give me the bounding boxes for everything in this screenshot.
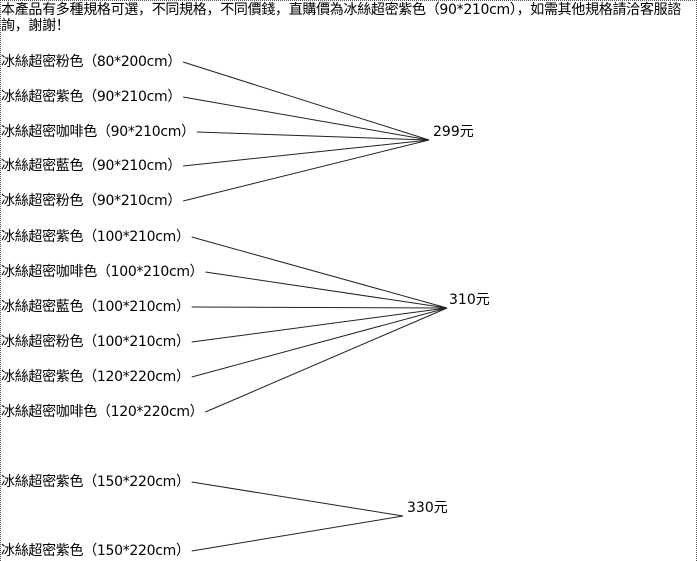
spec-label: 冰絲超密紫色（120*220cm）	[1, 369, 190, 385]
connector-line	[191, 307, 448, 378]
spec-label: 冰絲超密紫色（90*210cm）	[1, 89, 182, 105]
spec-label: 冰絲超密咖啡色（90*210cm）	[1, 124, 195, 140]
connector-line	[196, 131, 430, 141]
spec-label: 冰絲超密咖啡色（100*210cm）	[1, 264, 204, 280]
price-label: 330元	[407, 500, 448, 516]
price-label: 310元	[449, 292, 490, 308]
spec-label: 冰絲超密藍色（90*210cm）	[1, 158, 182, 174]
connector-line	[205, 271, 448, 309]
connector-line	[191, 307, 448, 343]
spec-label: 冰絲超密藍色（100*210cm）	[1, 299, 190, 315]
spec-label: 冰絲超密紫色（100*210cm）	[1, 229, 190, 245]
spec-label: 冰絲超密粉色（80*200cm）	[1, 54, 182, 70]
connector-line	[183, 139, 430, 167]
connector-line	[182, 61, 430, 141]
connector-line	[182, 96, 430, 141]
connector-line	[205, 307, 448, 413]
connector-line	[182, 139, 430, 202]
connector-line	[191, 306, 448, 309]
spec-label: 冰絲超密粉色（100*210cm）	[1, 334, 190, 350]
spec-label: 冰絲超密紫色（150*220cm）	[1, 543, 190, 559]
intro-text: 本產品有多種規格可選，不同規格，不同價錢，直購價為冰絲超密紫色（90*210cm…	[1, 2, 681, 34]
connector-line	[191, 515, 404, 552]
spec-label: 冰絲超密紫色（150*220cm）	[1, 474, 190, 490]
connector-line	[191, 236, 448, 309]
spec-label: 冰絲超密咖啡色（120*220cm）	[1, 404, 204, 420]
connector-line	[191, 481, 404, 517]
spec-label: 冰絲超密粉色（90*210cm）	[1, 193, 182, 209]
price-label: 299元	[433, 124, 474, 140]
